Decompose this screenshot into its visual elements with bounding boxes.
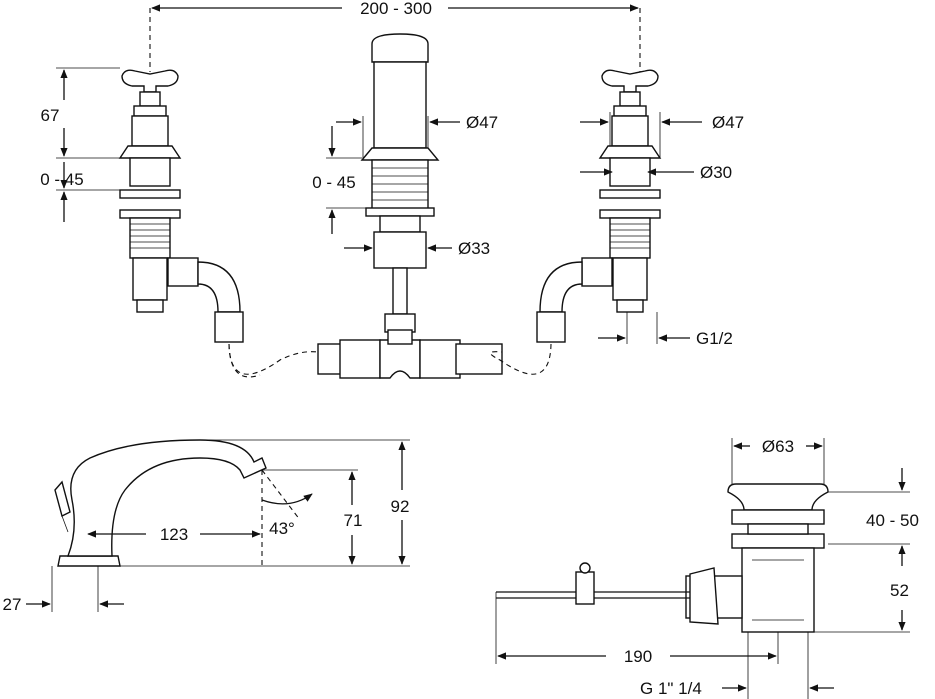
dim-spout-total-height: 92 xyxy=(391,497,410,516)
dim-waste-body-height: 52 xyxy=(890,581,909,600)
dim-spout-diameter: Ø47 xyxy=(466,113,498,132)
dim-handle-height: 67 xyxy=(41,106,60,125)
dim-pull-rod-length: 190 xyxy=(624,647,652,666)
flexible-hoses xyxy=(228,343,552,378)
waste-dimension-lines xyxy=(495,438,910,699)
tee-connector xyxy=(317,329,503,379)
dim-center-deck-range: 0 - 45 xyxy=(312,173,355,192)
popup-waste xyxy=(496,483,829,633)
spout-side-view xyxy=(54,439,267,567)
dim-waste-thread: G 1" 1/4 xyxy=(640,679,702,698)
dim-inlet-thread: G1/2 xyxy=(696,329,733,348)
left-valve xyxy=(118,69,244,343)
dim-basin-thickness-range: 40 - 50 xyxy=(866,511,919,530)
dim-lever-offset: 27 xyxy=(3,595,22,614)
right-valve xyxy=(536,69,662,343)
spout-dimension-lines xyxy=(26,439,410,612)
dim-spout-thread-diameter: Ø33 xyxy=(458,239,490,258)
dim-valve-body-diameter: Ø30 xyxy=(700,163,732,182)
dim-spout-outlet-height: 71 xyxy=(344,511,363,530)
dim-spout-angle: 43° xyxy=(269,519,295,538)
dim-spout-reach: 123 xyxy=(160,525,188,544)
dim-waste-diameter: Ø63 xyxy=(762,437,794,456)
center-spout-body xyxy=(360,33,440,333)
dim-valve-diameter: Ø47 xyxy=(712,113,744,132)
dim-left-deck-range: 0 - 45 xyxy=(40,170,83,189)
top-dimension-lines xyxy=(56,4,702,344)
dim-spacing: 200 - 300 xyxy=(360,0,432,18)
